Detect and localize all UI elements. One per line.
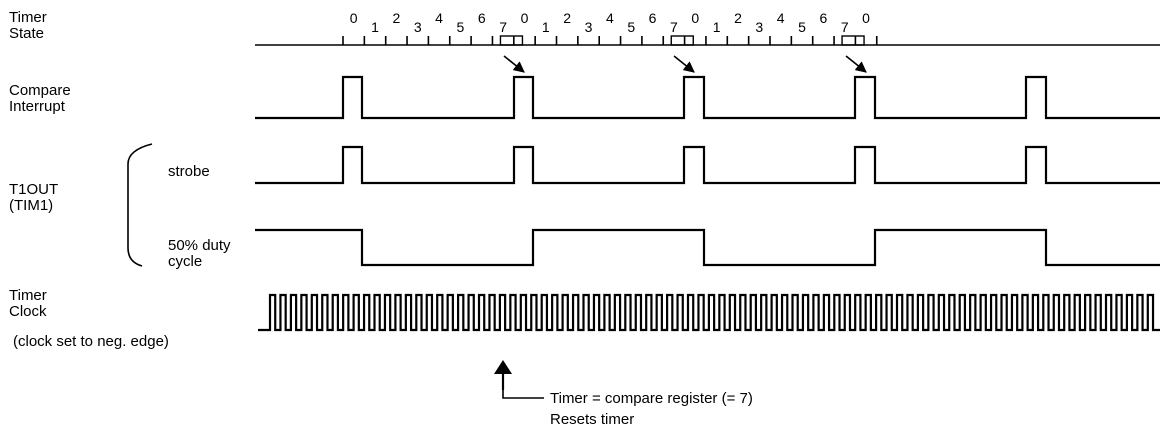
timer-state-value: 4 <box>777 10 785 26</box>
t1out-label-line2: (TIM1) <box>9 197 53 214</box>
annotation-leader-line <box>502 390 544 399</box>
timer-state-value: 6 <box>478 10 486 26</box>
timer-state-value: 7 <box>841 19 849 35</box>
timer-state-label: Timer State <box>9 9 47 42</box>
timer-state-value: 3 <box>585 19 593 35</box>
timer-state-overflow-box <box>499 35 524 46</box>
annotation-text-line2: Resets timer <box>550 411 634 428</box>
reset-arrow <box>845 55 867 73</box>
timer-clock-label: Timer Clock <box>9 287 47 320</box>
strobe-label: strobe <box>168 163 210 180</box>
annotation-arrow-head <box>494 360 512 374</box>
timer-clock-label-line2: Clock <box>9 303 47 320</box>
timer-state-value: 3 <box>755 19 763 35</box>
compare-interrupt-label-line1: Compare <box>9 82 71 99</box>
timer-state-value: 5 <box>798 19 806 35</box>
duty-cycle-label-line2: cycle <box>168 253 202 270</box>
timer-state-label-line2: State <box>9 25 44 42</box>
compare-interrupt-label-line2: Interrupt <box>9 98 66 115</box>
timer-state-value: 5 <box>627 19 635 35</box>
reset-arrow <box>673 55 695 73</box>
timer-state-label-line1: Timer <box>9 9 47 26</box>
duty-cycle-label: 50% duty cycle <box>168 237 231 270</box>
compare-interrupt-label: Compare Interrupt <box>9 82 71 115</box>
timer-state-value: 1 <box>542 19 550 35</box>
timer-clock-waveform <box>258 293 1160 332</box>
compare-interrupt-waveform <box>255 75 1160 120</box>
compare-annotation: Timer = compare register (= 7) Resets ti… <box>494 360 753 428</box>
timer-state-value: 0 <box>521 10 529 26</box>
timer-state-value: 2 <box>734 10 742 26</box>
timer-state-value: 5 <box>457 19 465 35</box>
timer-state-overflow-box <box>670 35 694 46</box>
reset-arrow <box>503 55 525 73</box>
reset-arrows <box>503 55 867 73</box>
timer-state-ticks <box>342 36 878 45</box>
timer-state-value: 7 <box>499 19 507 35</box>
clock-note: (clock set to neg. edge) <box>13 333 169 350</box>
timer-state-overflow-boxes <box>499 35 865 46</box>
annotation-text-line1: Timer = compare register (= 7) <box>550 390 753 407</box>
timer-state-value: 0 <box>691 10 699 26</box>
duty-cycle-label-line1: 50% duty <box>168 237 231 254</box>
t1out-label: T1OUT (TIM1) <box>9 181 58 214</box>
timer-state-value: 6 <box>819 10 827 26</box>
timer-state-value: 0 <box>350 10 358 26</box>
timer-state-value: 2 <box>563 10 571 26</box>
timer-state-value: 1 <box>713 19 721 35</box>
timer-state-value: 3 <box>414 19 422 35</box>
timer-state-overflow-box <box>841 35 865 46</box>
timer-state-value: 0 <box>862 10 870 26</box>
timer-state-value: 1 <box>371 19 379 35</box>
strobe-waveform <box>255 145 1160 185</box>
timer-state-value: 4 <box>606 10 614 26</box>
t1out-bracket <box>127 143 153 267</box>
timer-clock-label-line1: Timer <box>9 287 47 304</box>
duty-cycle-waveform <box>255 228 1160 267</box>
timer-state-value: 7 <box>670 19 678 35</box>
timer-state-value: 4 <box>435 10 443 26</box>
timer-state-value: 6 <box>649 10 657 26</box>
t1out-label-line1: T1OUT <box>9 181 58 198</box>
timer-state-value: 2 <box>392 10 400 26</box>
